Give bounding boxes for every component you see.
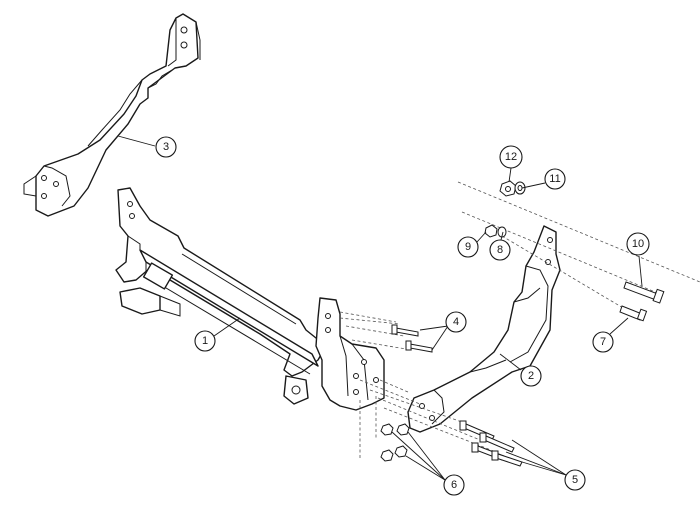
callout-10: 10 xyxy=(626,232,650,256)
callout-2-label: 2 xyxy=(528,370,534,382)
callout-8: 8 xyxy=(489,239,511,261)
callout-3: 3 xyxy=(155,136,177,158)
callout-1-label: 1 xyxy=(202,335,208,347)
callout-9-label: 9 xyxy=(465,241,471,253)
hardware xyxy=(380,180,665,467)
callout-7: 7 xyxy=(592,331,614,353)
callout-3-label: 3 xyxy=(163,141,169,153)
callout-11-label: 11 xyxy=(549,173,560,185)
callout-8-label: 8 xyxy=(497,244,503,256)
callout-5-label: 5 xyxy=(572,474,578,486)
callout-10-label: 10 xyxy=(632,238,644,250)
callout-5: 5 xyxy=(564,469,586,491)
left-side-bracket xyxy=(23,13,201,217)
callout-4-label: 4 xyxy=(453,316,459,328)
leader-lines xyxy=(117,135,643,481)
receiver-crossbar xyxy=(115,187,327,405)
callout-6-label: 6 xyxy=(451,479,457,491)
callout-4: 4 xyxy=(445,311,467,333)
callout-12: 12 xyxy=(499,145,523,169)
callout-2: 2 xyxy=(520,365,542,387)
callout-1: 1 xyxy=(194,330,216,352)
crossbar-mount-plate xyxy=(315,297,385,411)
callout-11: 11 xyxy=(544,168,566,190)
callout-12-label: 12 xyxy=(505,151,517,163)
callout-7-label: 7 xyxy=(600,336,606,348)
callout-9: 9 xyxy=(457,236,479,258)
callout-6: 6 xyxy=(443,474,465,496)
